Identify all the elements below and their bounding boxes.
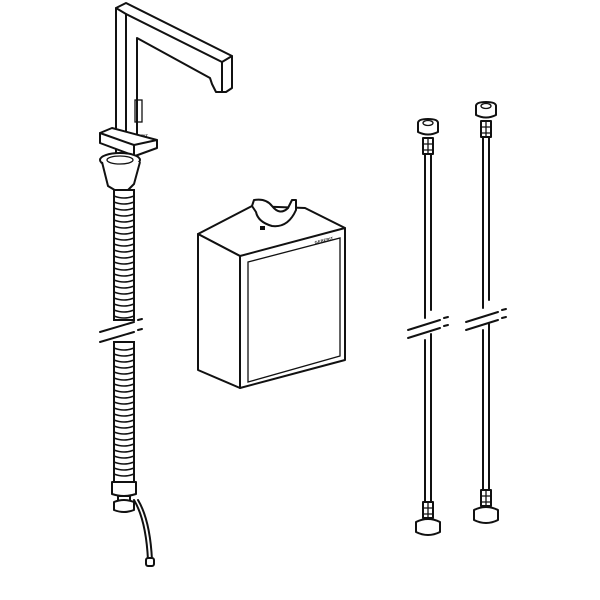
flex-hose-2 (465, 101, 507, 524)
control-box-logo: GEBERIT (314, 235, 334, 245)
faucet: GEBERIT (99, 2, 233, 193)
corrugated-hose (99, 189, 155, 567)
flex-hose-1 (407, 118, 449, 536)
control-box: GEBERIT (197, 198, 346, 389)
